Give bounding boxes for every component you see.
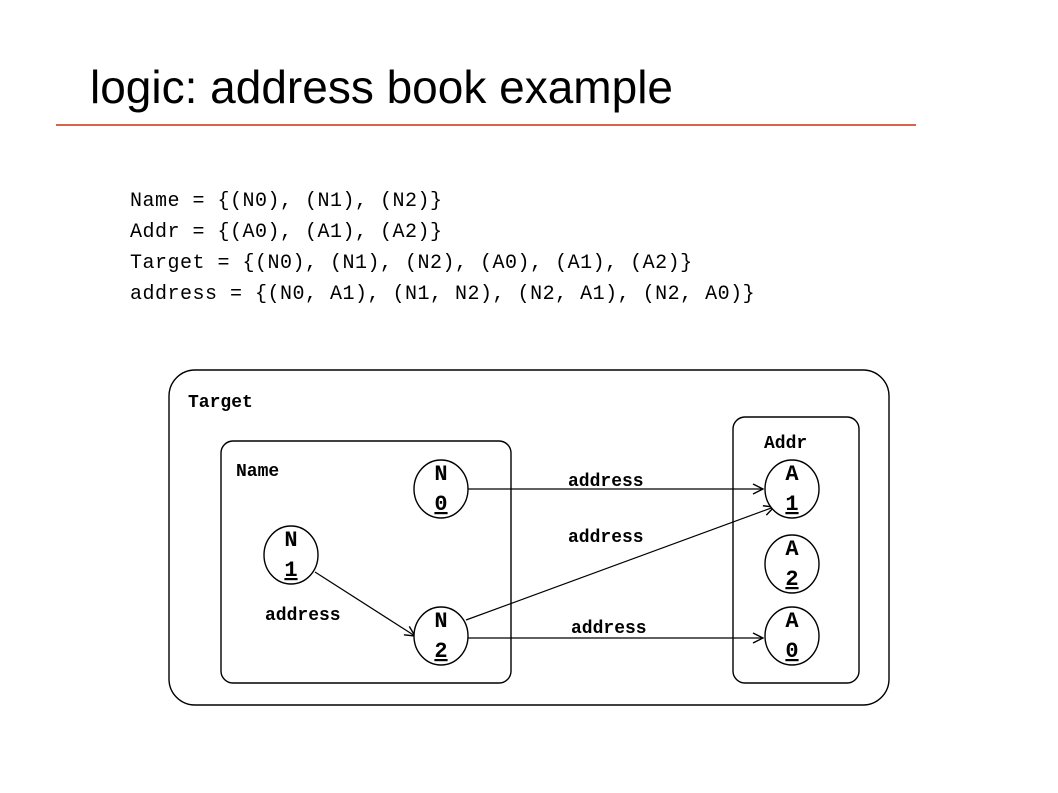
edge-n2-a1 xyxy=(465,507,774,621)
node-a2-index: 2 xyxy=(785,567,798,592)
target-set xyxy=(168,369,890,706)
edge-label-n2-a1: address xyxy=(568,528,644,548)
relation-definitions: Name = {(N0), (N1), (N2)} Addr = {(A0), … xyxy=(130,186,755,310)
edge-label-n2-a0: address xyxy=(571,619,647,639)
node-n2: N 2 xyxy=(413,606,469,666)
edge-label-n1-n2: address xyxy=(265,606,341,626)
node-a1-letter: A xyxy=(785,462,799,487)
node-n1-letter: N xyxy=(284,528,297,553)
definition-target: Target = {(N0), (N1), (N2), (A0), (A1), … xyxy=(130,252,693,275)
node-a0: A 0 xyxy=(764,606,820,666)
node-n2-index: 2 xyxy=(434,639,447,664)
node-a1: A 1 xyxy=(764,459,820,519)
node-n0-letter: N xyxy=(434,462,447,487)
edge-n1-n2 xyxy=(314,571,415,636)
node-n0: N 0 xyxy=(413,459,469,519)
node-n2-letter: N xyxy=(434,609,447,634)
definition-address: address = {(N0, A1), (N1, N2), (N2, A1),… xyxy=(130,283,756,306)
definition-addr: Addr = {(A0), (A1), (A2)} xyxy=(130,221,443,244)
name-set xyxy=(220,440,512,684)
edge-label-n0-a1: address xyxy=(568,472,644,492)
node-a0-index: 0 xyxy=(785,639,798,664)
node-n0-index: 0 xyxy=(434,492,447,517)
definition-name: Name = {(N0), (N1), (N2)} xyxy=(130,190,443,213)
addr-set xyxy=(732,416,860,684)
node-a2: A 2 xyxy=(764,534,820,594)
title-underline xyxy=(56,124,916,126)
node-n1-index: 1 xyxy=(284,558,297,583)
node-a0-letter: A xyxy=(785,609,799,634)
addr-set-label: Addr xyxy=(764,434,807,454)
target-set-label: Target xyxy=(188,393,253,413)
name-set-label: Name xyxy=(236,462,279,482)
node-n1: N 1 xyxy=(263,525,319,585)
node-a1-index: 1 xyxy=(785,492,798,517)
slide-title: logic: address book example xyxy=(90,61,673,113)
node-a2-letter: A xyxy=(785,537,799,562)
